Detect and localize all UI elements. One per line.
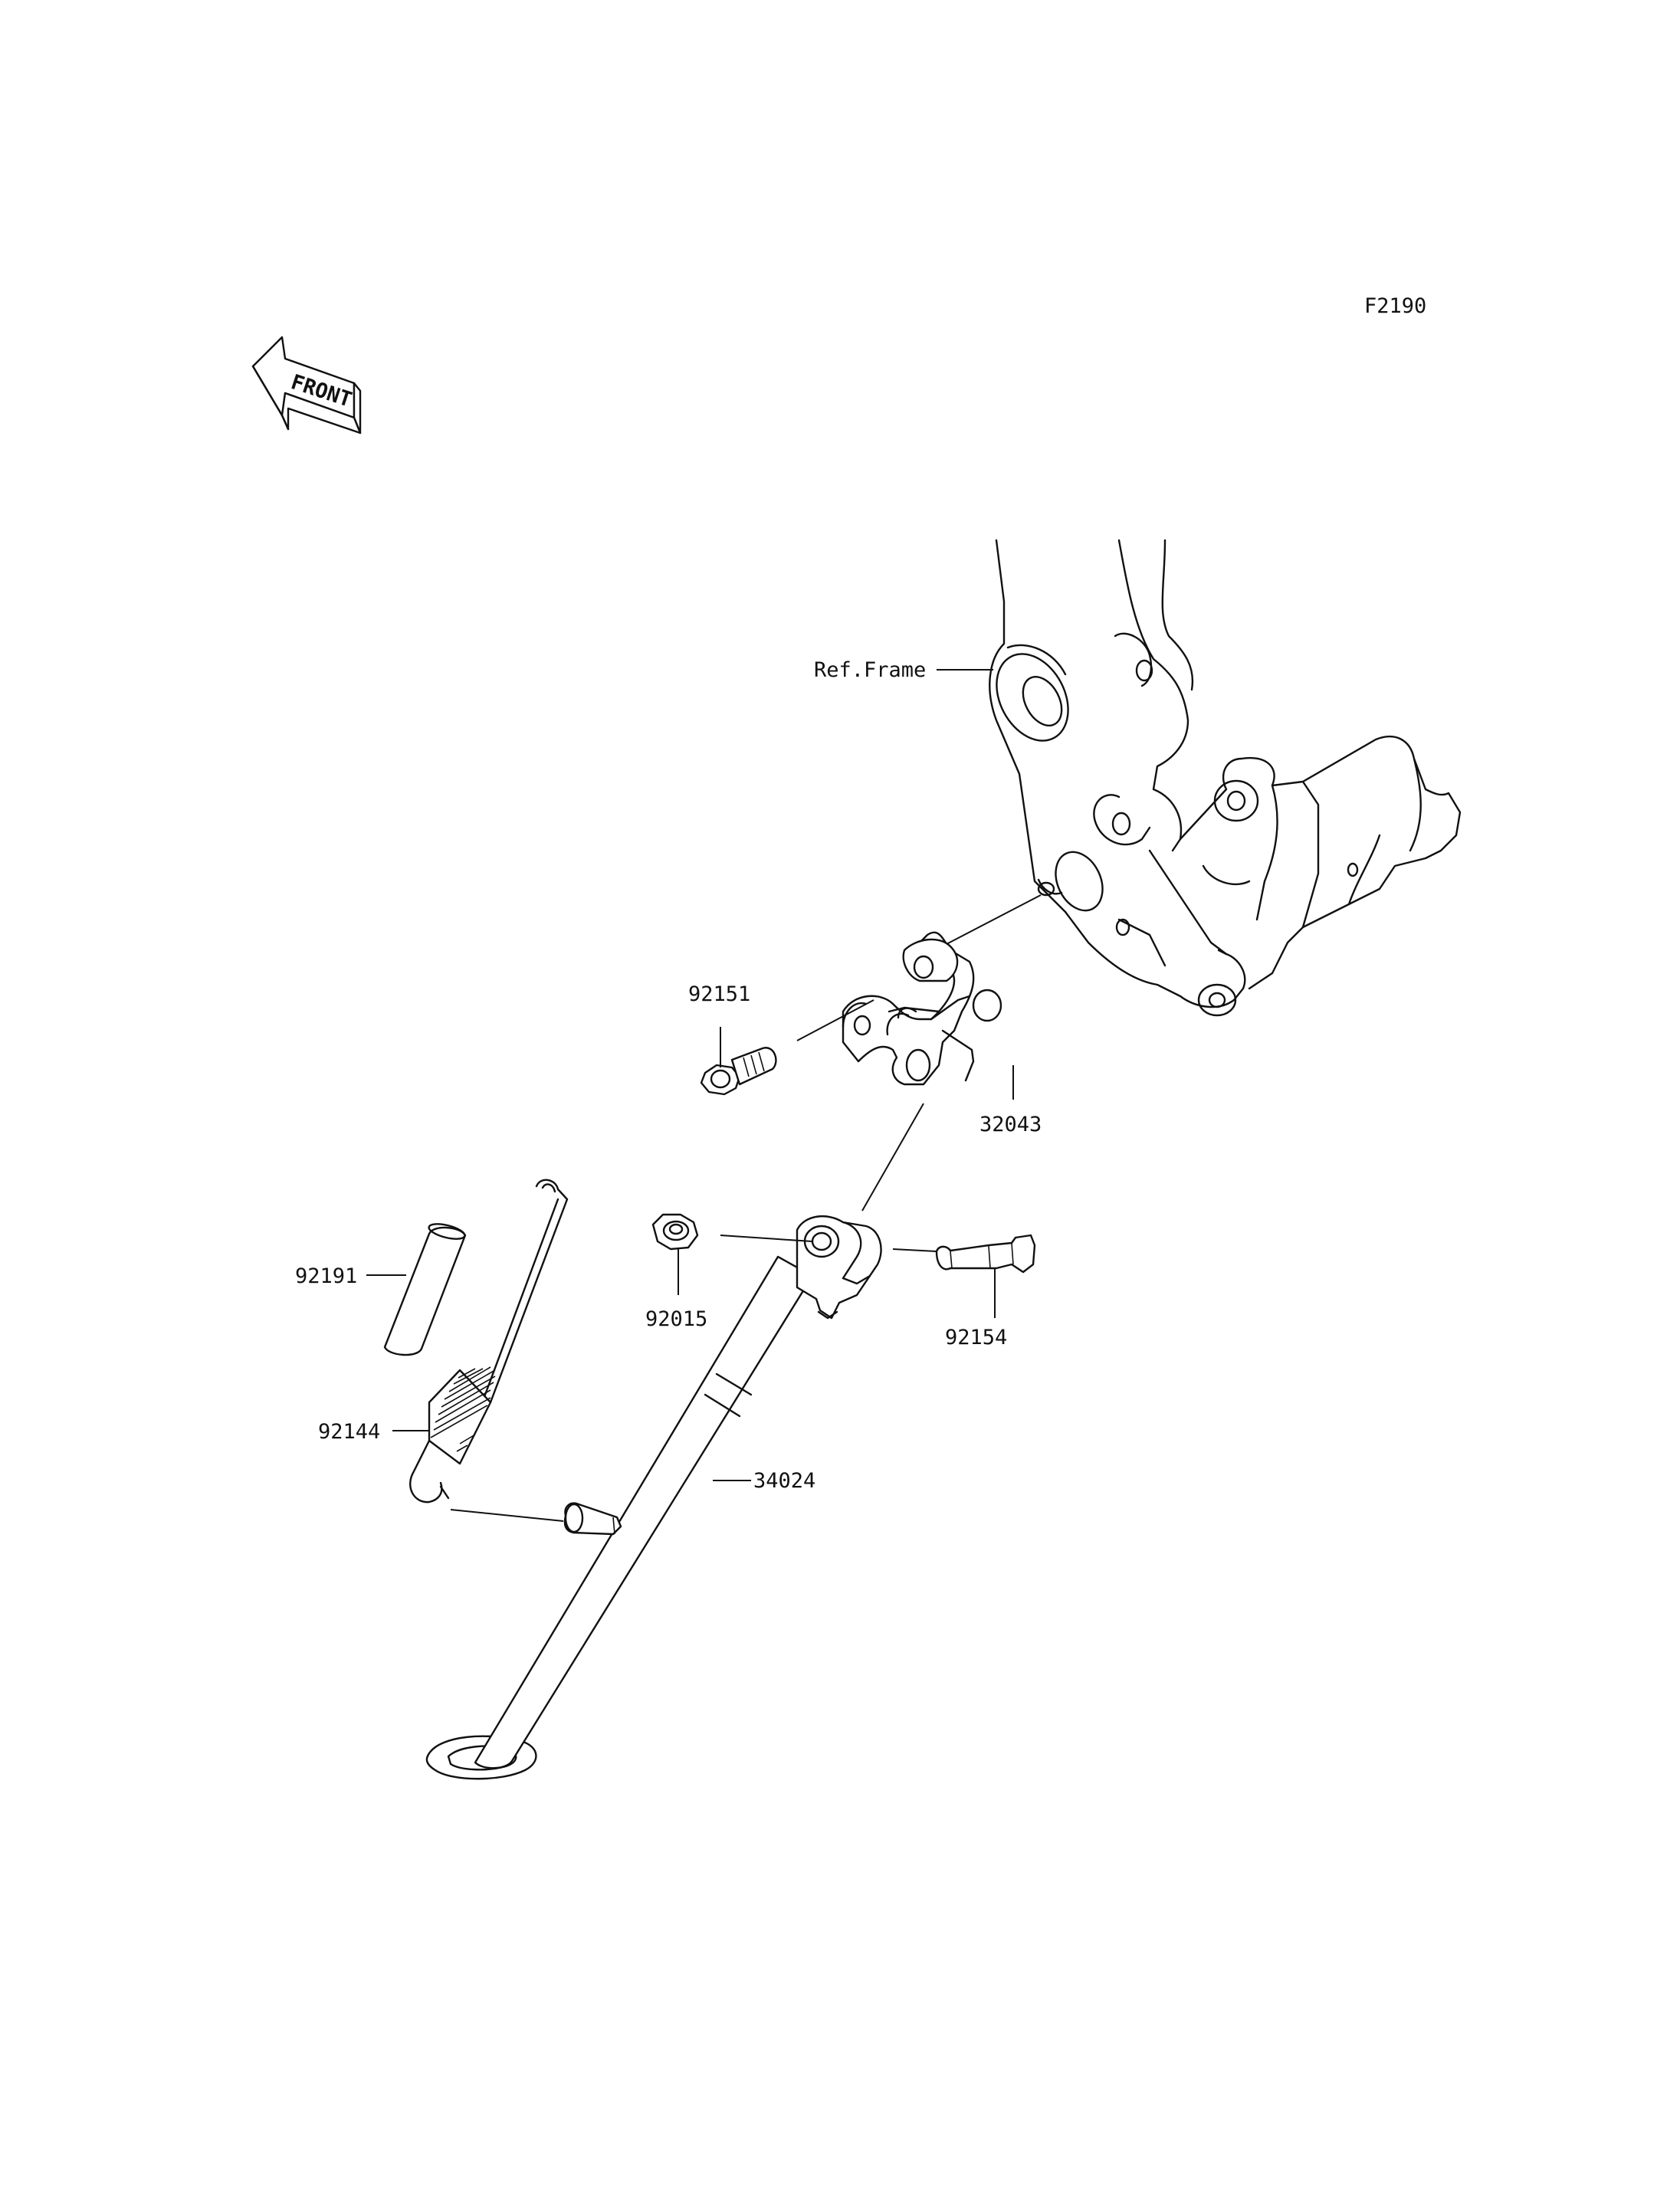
part-label-92015: 92015 — [645, 1307, 707, 1331]
part-label-34024: 34024 — [753, 1469, 815, 1493]
part-label-92154: 92154 — [945, 1326, 1007, 1349]
frame-reference — [989, 539, 1462, 1017]
part-bolt-92154 — [935, 1234, 1036, 1274]
part-label-92151: 92151 — [688, 982, 750, 1006]
ref-frame-label: Ref.Frame — [814, 658, 926, 682]
figure-code: F2190 — [1364, 294, 1426, 318]
front-arrow-icon: FRONT — [251, 336, 362, 434]
part-side-stand-34024 — [425, 1215, 882, 1780]
part-pin — [563, 1502, 622, 1536]
part-spring-92144 — [409, 1179, 569, 1503]
part-label-32043: 32043 — [979, 1113, 1042, 1136]
part-bracket-32043 — [842, 931, 1002, 1086]
part-nut-92015 — [651, 1213, 699, 1251]
part-label-92144: 92144 — [318, 1420, 380, 1444]
part-sleeve-92191 — [383, 1223, 467, 1356]
part-bolt-92151 — [700, 1047, 777, 1096]
part-label-92191: 92191 — [295, 1264, 357, 1288]
